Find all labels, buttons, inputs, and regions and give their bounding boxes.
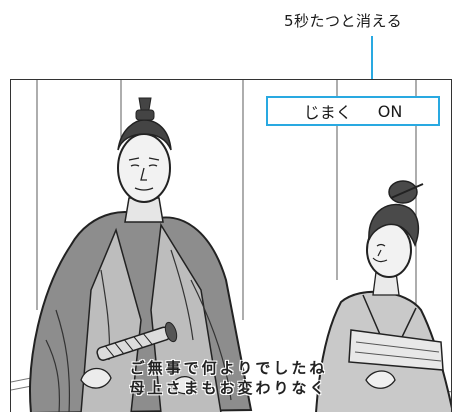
- scene-illustration: [11, 80, 451, 412]
- callout-line: [371, 36, 373, 96]
- katana-hilt: [96, 321, 178, 361]
- subtitle-state: ON: [377, 101, 403, 121]
- subtitle-label: じまく: [303, 103, 352, 122]
- subtitle-line-2: 母上さまもお変わりなく: [129, 379, 328, 397]
- subtitle-line-1: ご無事で何よりでしたね: [129, 359, 328, 377]
- samurai-figure: [29, 97, 253, 412]
- subtitle-status-badge: じまく ON: [266, 96, 440, 126]
- woman-figure: [315, 180, 451, 412]
- annotation-note: 5秒たつと消える: [284, 12, 403, 30]
- video-screen: [10, 79, 452, 412]
- subtitle-text: ご無事で何よりでしたね 母上さまもお変わりなく: [0, 358, 457, 398]
